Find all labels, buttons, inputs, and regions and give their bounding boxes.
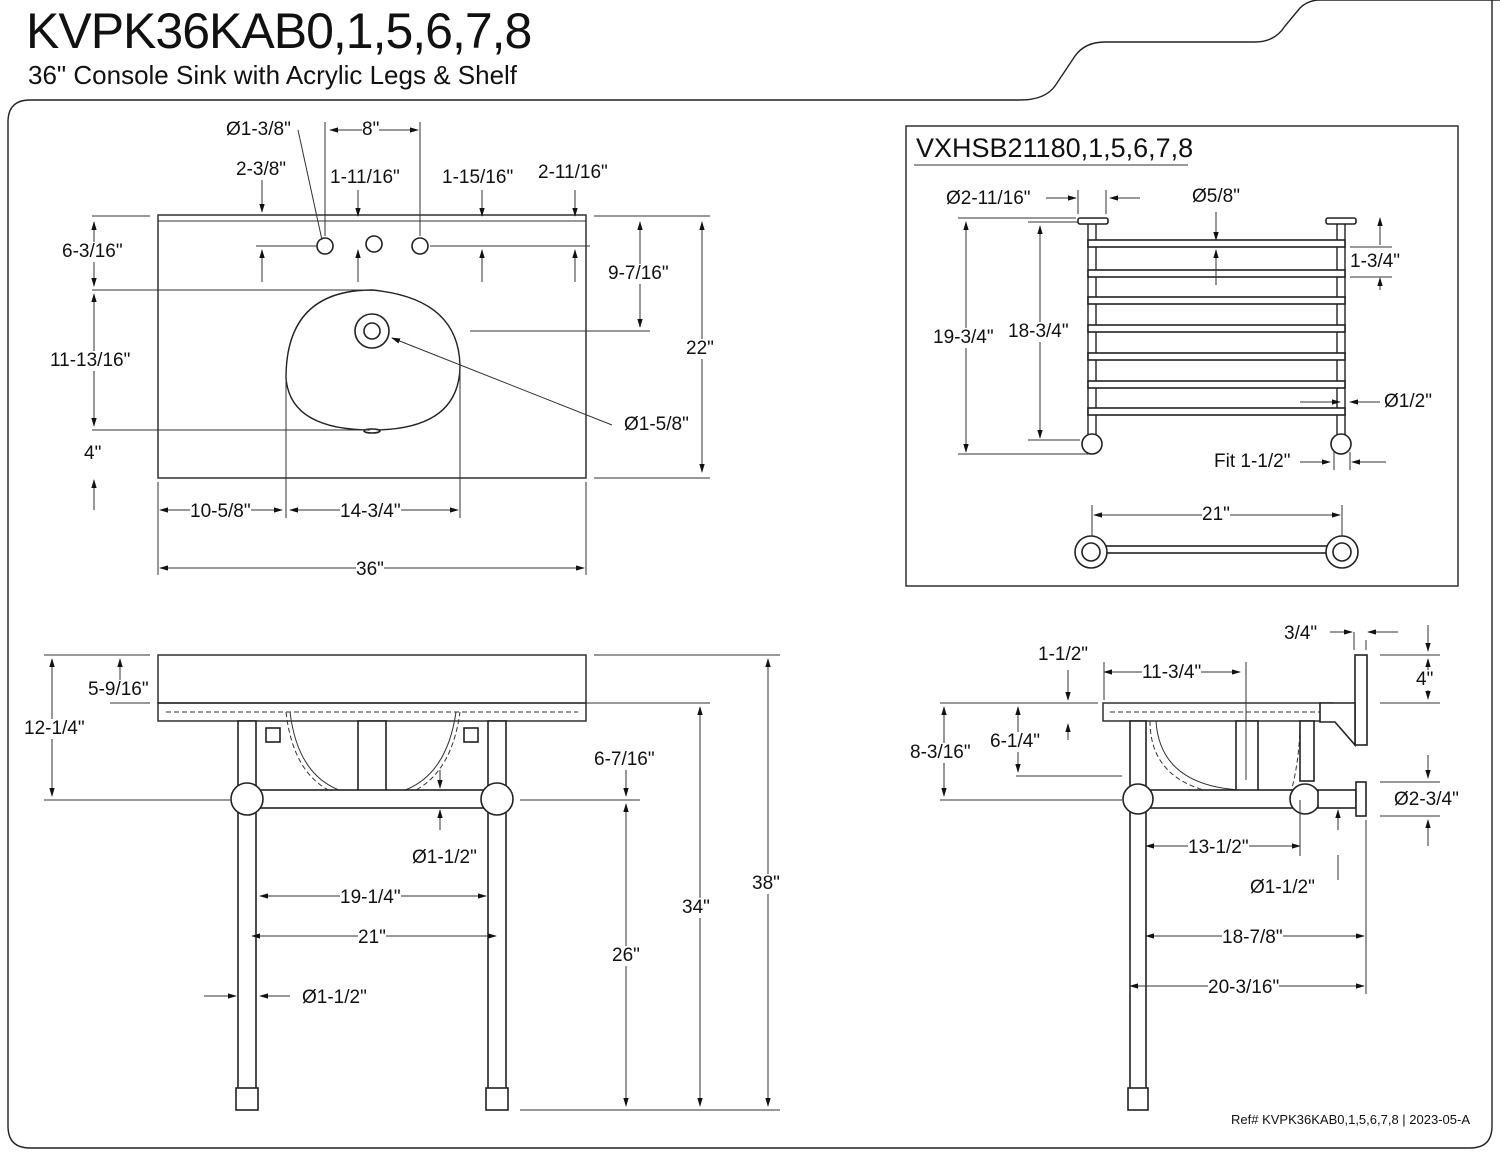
- front-view: [44, 654, 780, 1111]
- dim-label: 1-11/16": [330, 167, 400, 188]
- shelf-model-title: VXHSB21180,1,5,6,7,8: [916, 133, 1194, 163]
- dim-label: Ø1-1/2": [412, 847, 477, 868]
- model-title: KVPK36KAB0,1,5,6,7,8: [26, 3, 532, 59]
- dim-label: 2-11/16": [538, 162, 608, 183]
- dim-label: 26": [612, 945, 640, 966]
- dim-label: 1-3/4": [1350, 251, 1401, 272]
- dim-label: 1-15/16": [442, 167, 514, 188]
- dim-label: 19-1/4": [340, 887, 401, 908]
- product-description: 36" Console Sink with Acrylic Legs & She…: [28, 60, 518, 90]
- dim-label: Ø1-3/8": [226, 119, 291, 140]
- dim-label: 14-3/4": [340, 501, 401, 522]
- shelf-inset: [905, 125, 1459, 587]
- sheet-border: [30, 0, 1500, 101]
- dim-label: 6-3/16": [62, 241, 123, 262]
- dim-label: Ø1-5/8": [624, 414, 689, 435]
- dim-label: 5-9/16": [88, 679, 149, 700]
- dim-label: Ø1-1/2": [1250, 877, 1315, 898]
- dim-label: 8-3/16": [910, 742, 971, 763]
- dim-label: 13-1/2": [1188, 837, 1249, 858]
- dim-label: Ø1/2": [1384, 391, 1432, 412]
- shelf-bars: [1087, 239, 1346, 416]
- dim-label: 34": [682, 897, 710, 918]
- dim-label: Ø2-3/4": [1394, 789, 1459, 810]
- dim-label: 11-13/16": [50, 350, 131, 371]
- dim-label: 21": [1202, 504, 1230, 525]
- reference-number: Ref# KVPK36KAB0,1,5,6,7,8 | 2023-05-A: [1231, 1112, 1470, 1127]
- dim-label: 12-1/4": [24, 718, 85, 739]
- dim-label: 21": [358, 927, 386, 948]
- dim-label: 8": [362, 119, 380, 140]
- dim-label: 10-5/8": [190, 501, 251, 522]
- dim-label: Fit 1-1/2": [1214, 451, 1291, 472]
- dim-label: 18-3/4": [1008, 321, 1069, 342]
- dim-label: 19-3/4": [933, 327, 994, 348]
- dim-label: 6-1/4": [990, 731, 1041, 752]
- dim-label: Ø5/8": [1192, 186, 1240, 207]
- dim-label: 9-7/16": [608, 263, 669, 284]
- dim-label: 4": [1416, 669, 1434, 690]
- side-view: [940, 625, 1440, 1111]
- dim-label: 2-3/8": [236, 159, 287, 180]
- dim-label: 18-7/8": [1222, 927, 1283, 948]
- dim-label: 11-3/4": [1142, 662, 1202, 683]
- dim-label: 3/4": [1284, 623, 1318, 644]
- dim-label: Ø1-1/2": [302, 987, 367, 1008]
- dim-label: 22": [686, 338, 714, 359]
- dim-label: 36": [356, 559, 384, 580]
- top-view: [91, 122, 710, 575]
- dim-label: 4": [84, 443, 102, 464]
- dim-label: 6-7/16": [594, 749, 655, 770]
- dim-label: 20-3/16": [1208, 977, 1280, 998]
- dim-label: Ø2-11/16": [946, 188, 1031, 209]
- dim-label: 1-1/2": [1038, 644, 1089, 665]
- dim-label: 38": [752, 873, 780, 894]
